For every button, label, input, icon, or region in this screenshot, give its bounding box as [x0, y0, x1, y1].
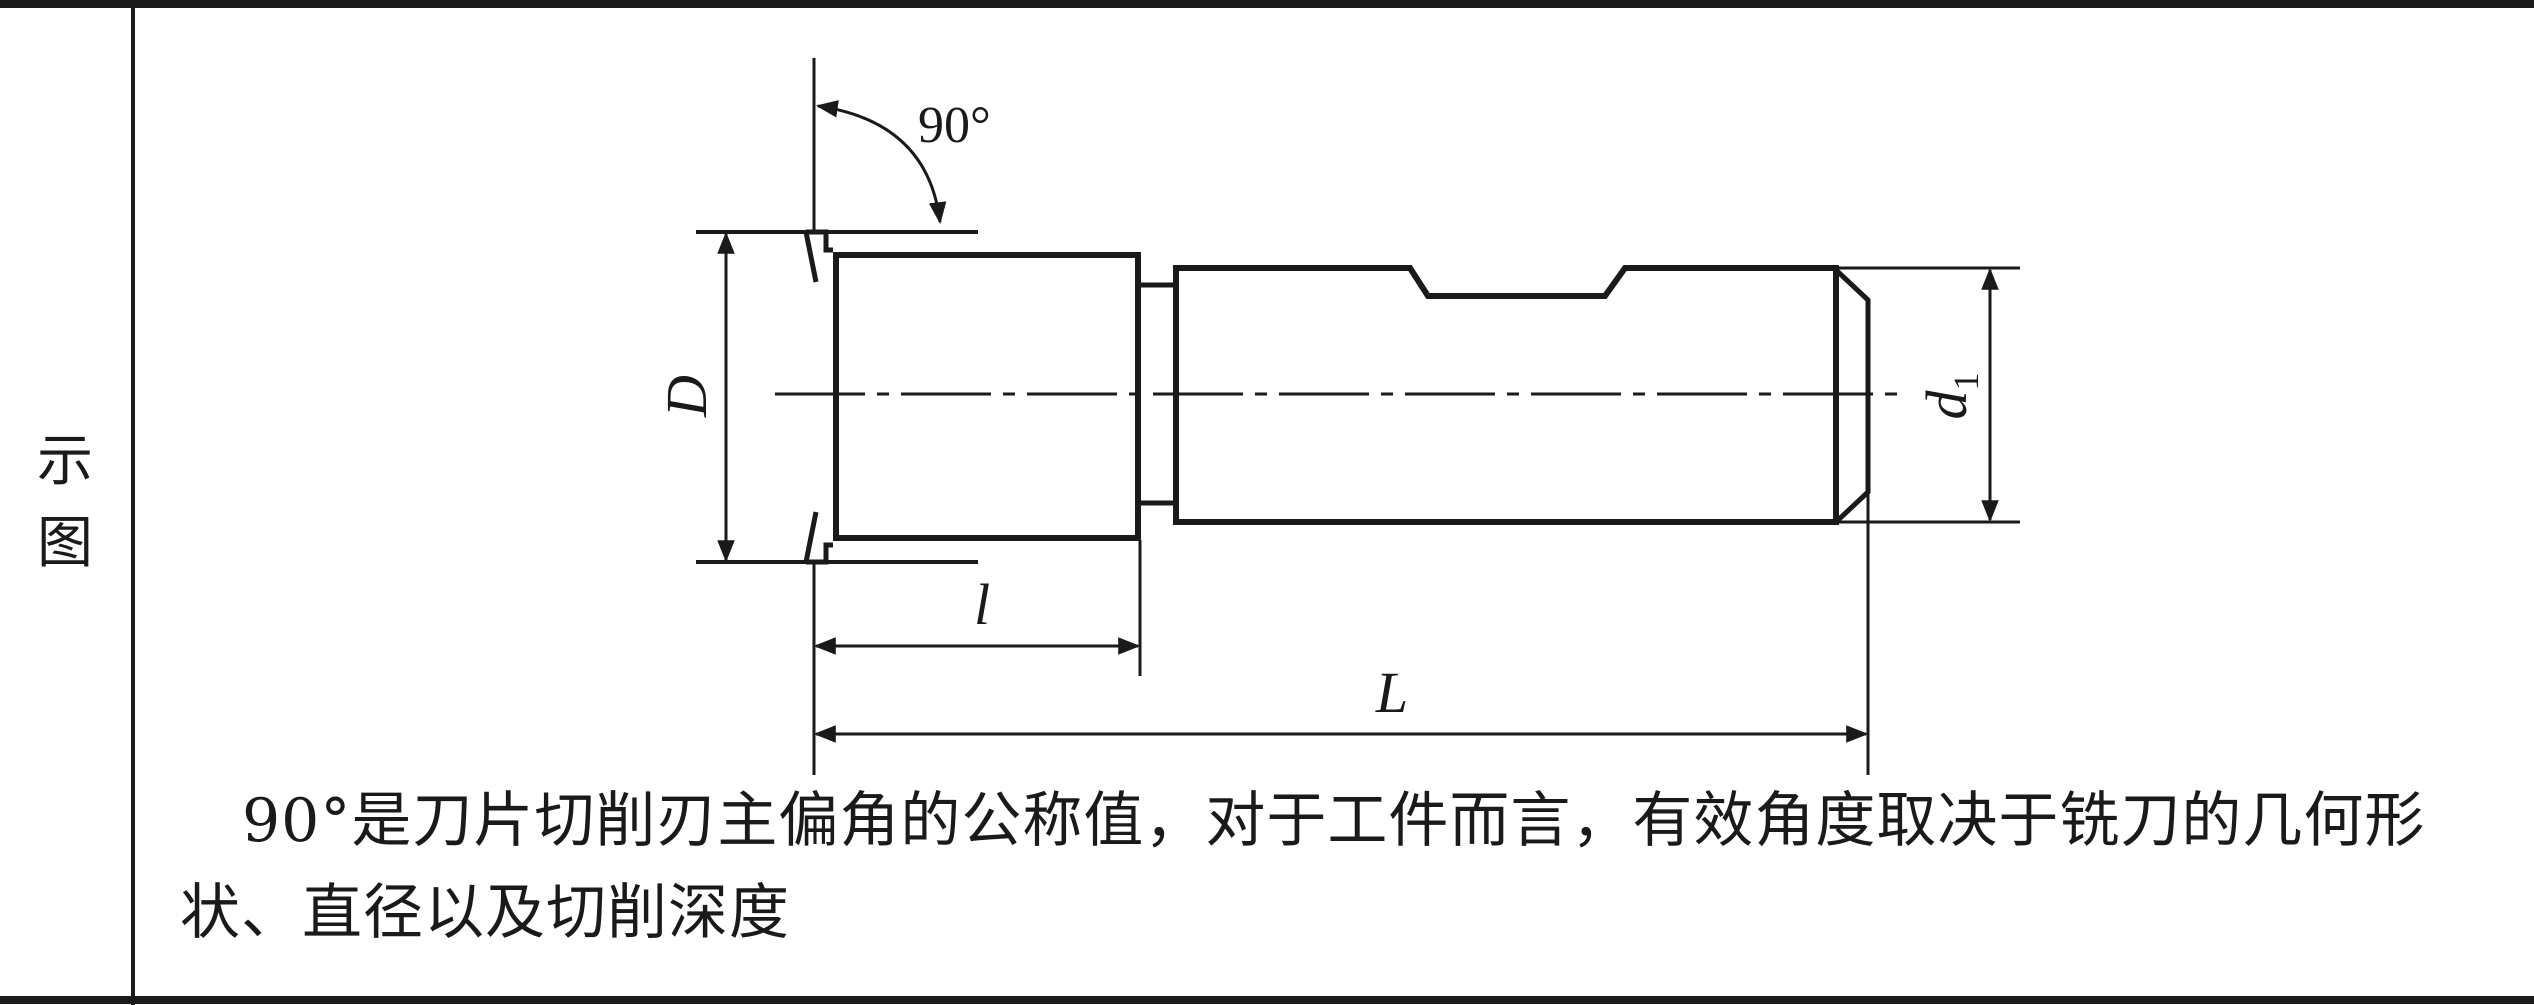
angle-arc [815, 100, 947, 225]
angle-label: 90° [918, 97, 991, 154]
caption: 90°是刀片切削刃主偏角的公称值，对于工件而言，有效角度取决于铣刀的几何形状、直… [180, 786, 2426, 948]
shank-body [1173, 265, 1839, 525]
row-label-char-1: 示 [37, 429, 93, 495]
cutter-head [833, 252, 1141, 541]
insert-top-edge [803, 231, 819, 283]
label-D: D [654, 375, 719, 418]
label-d1-main: d [1914, 390, 1979, 420]
label-l: l [974, 572, 990, 637]
shank-chamfer [1834, 268, 1871, 524]
label-d1: d1 [1914, 373, 1986, 420]
label-L: L [1375, 660, 1408, 725]
label-d1-subscript: 1 [1946, 373, 1986, 391]
row-label: 示 图 [0, 8, 130, 997]
row-label-char-2: 图 [37, 510, 93, 576]
insert-bottom-edge [803, 511, 819, 563]
